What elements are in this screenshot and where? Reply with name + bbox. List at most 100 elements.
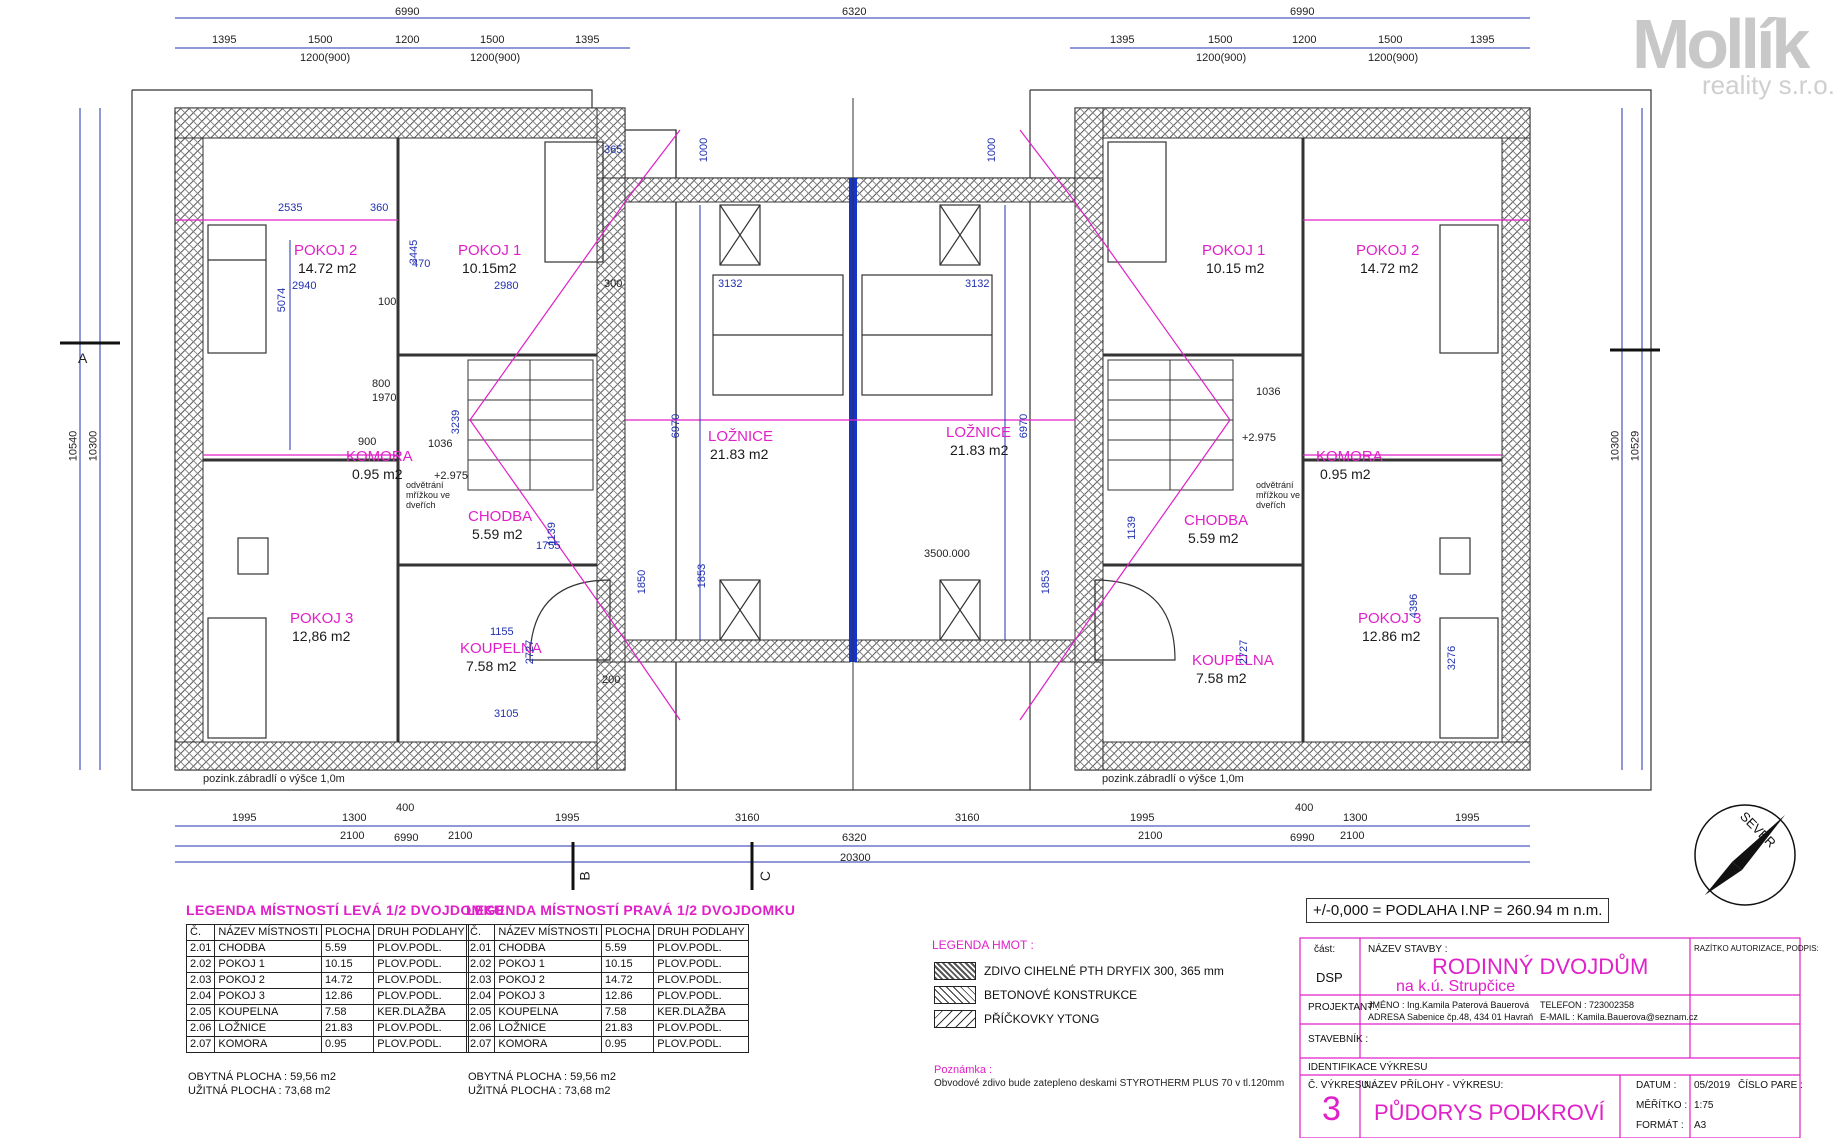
tb-nazev-stavby-2: na k.ú. Strupčice [1396,978,1516,995]
room-name: POKOJ 2 [294,242,358,259]
tb-nazev-prilohy-label: NÁZEV PŘÍLOHY - VÝKRESU: [1364,1080,1504,1091]
room-name: LOŽNICE [946,424,1012,441]
dim-misc: +2.975 [1242,432,1276,444]
dim-bottom-mid: 6320 [842,832,867,844]
cell: PLOV.PODL. [373,972,469,989]
dim-misc: 100 [378,296,397,308]
dim-top-left: 1500 [480,34,505,46]
cell: 2.02 [185,956,216,973]
dim-bottom: 1995 [555,812,580,824]
dim-misc: 3445 [408,239,421,265]
dim-misc: 300 [604,278,623,290]
legend-left-table: Č. NÁZEV MÍSTNOSTI PLOCHA DRUH PODLAHY 2… [185,924,469,1053]
dim-bottom-sub: 2100 [448,830,473,842]
cell: POKOJ 1 [214,956,323,973]
tb-datum: 05/2019 [1694,1080,1731,1091]
concrete-swatch-icon [934,986,976,1004]
room-name: KOMORA [1316,448,1383,465]
cell: PLOV.PODL. [373,1036,469,1053]
dim-top-left: 1395 [575,34,600,46]
cell: PLOV.PODL. [373,956,469,973]
dim-right-vertical: 10529 [1629,430,1642,462]
materials-title: LEGENDA HMOT : [932,938,1034,952]
tb-cislo-vykresu-label: Č. VÝKRESU : [1308,1080,1375,1091]
dim-top-right: 1395 [1110,34,1135,46]
cell: PLOV.PODL. [653,972,749,989]
cell: LOŽNICE [214,1020,323,1037]
legend-header: NÁZEV MÍSTNOSTI [494,924,603,941]
cell: KOMORA [214,1036,323,1053]
room-name: POKOJ 1 [1202,242,1266,259]
tb-jmeno: JMÉNO : Ing.Kamila Paterová Bauerová [1368,1000,1530,1010]
room-area: 21.83 m2 [950,442,1009,458]
room-name: CHODBA [1184,512,1249,529]
dim-misc: 1853 [696,563,709,589]
cell: PLOV.PODL. [653,1020,749,1037]
dim-misc: 3276 [1446,645,1459,671]
room-name: KOUPELNA [460,640,542,657]
dim-left-vertical: 10540 [67,430,80,462]
cell: PLOV.PODL. [373,1020,469,1037]
tb-datum-label: DATUM : [1636,1080,1677,1091]
section-a-label: A [78,350,88,366]
dim-bottom: 1995 [1130,812,1155,824]
room-area: 10.15 m2 [1206,260,1265,276]
roof-lines [175,129,1530,721]
dim-misc: 365 [604,144,623,156]
room-area: 14.72 m2 [1360,260,1419,276]
room-name: POKOJ 3 [1358,610,1422,627]
dim-misc: 2535 [278,202,303,214]
legend-header: Č. [185,924,216,941]
cell: 2.05 [465,1004,496,1021]
dim-left-vertical: 10300 [87,430,100,462]
dim-misc: 1850 [636,569,649,595]
dim-misc: 800 [372,378,391,390]
dim-top-overall: 6990 [1290,6,1315,18]
room-name: KOUPELNA [1192,652,1274,669]
dim-bottom-mid: 400 [396,802,415,814]
material-label: ZDIVO CIHELNÉ PTH DRYFIX 300, 365 mm [984,964,1224,978]
cell: PLOV.PODL. [653,1036,749,1053]
cell: POKOJ 3 [214,988,323,1005]
room-name: POKOJ 1 [458,242,522,259]
legend-header: DRUH PODLAHY [373,924,469,941]
dim-top-left: 1500 [308,34,333,46]
room-area: 14.72 m2 [298,260,357,276]
dim-misc: 900 [358,436,377,448]
legend-right-title: LEGENDA MÍSTNOSTÍ PRAVÁ 1/2 DVOJDOMKU [466,902,796,918]
dim-bottom-total: 20300 [840,852,871,864]
company-logo: Mollík reality s.r.o. [1628,4,1838,104]
cell: POKOJ 2 [494,972,603,989]
furniture [207,141,1499,739]
cell: LOŽNICE [494,1020,603,1037]
dim-bottom-mid: 6990 [394,832,419,844]
cell: 2.07 [185,1036,216,1053]
cell: PLOV.PODL. [653,988,749,1005]
room-area: 0.95 m2 [1320,466,1371,482]
dim-top-left-sub: 1200(900) [300,52,351,64]
tb-meritko: 1:75 [1694,1100,1714,1111]
room-area: 21.83 m2 [710,446,769,462]
room-area: 5.59 m2 [1188,530,1239,546]
room-area: 12,86 m2 [292,628,351,644]
dim-bottom: 1995 [232,812,257,824]
dim-misc: 1755 [536,540,561,552]
cell: CHODBA [214,940,323,957]
dimension-lines [79,17,1643,863]
dim-misc: 2727 [1238,639,1251,665]
cell: 2.01 [465,940,496,957]
dim-bottom-sub: 2100 [340,830,365,842]
tb-email: E-MAIL : Kamila.Bauerova@seznam.cz [1540,1012,1698,1022]
cell: 7.58 [601,1004,655,1021]
legend-right-totals: OBYTNÁ PLOCHA : 59,56 m2 UŽITNÁ PLOCHA :… [468,1070,616,1098]
dim-misc: 1036 [1256,386,1281,398]
tb-cast-value: DSP [1316,970,1343,985]
cell: 2.05 [185,1004,216,1021]
dim-bottom: 1300 [342,812,367,824]
left-half-walls [174,107,1531,771]
